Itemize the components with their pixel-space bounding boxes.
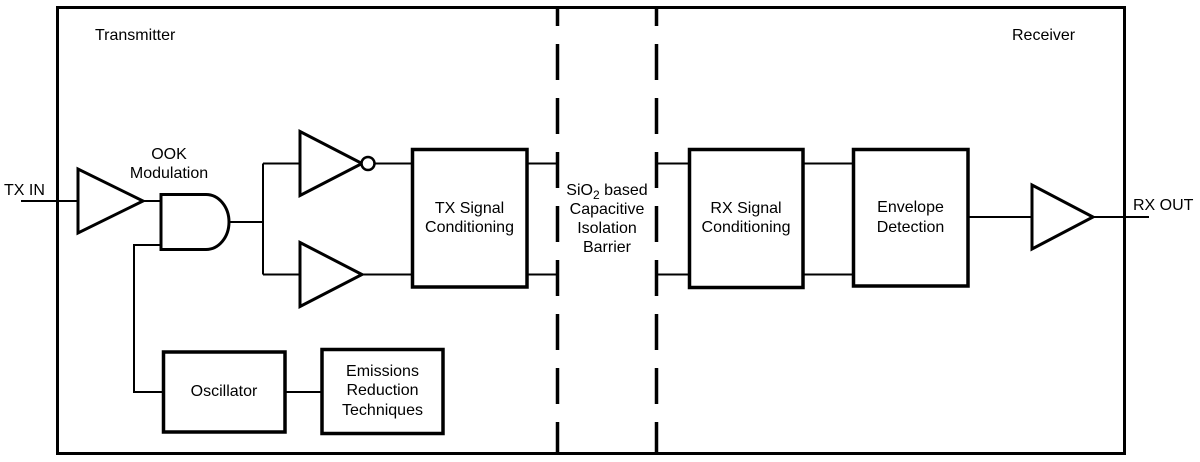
oscillator-label: Oscillator [190, 383, 258, 401]
isolation-barrier [555, 8, 659, 455]
oscillator-feedback-wire [133, 244, 164, 393]
ook-modulation-label: OOK Modulation [107, 145, 231, 183]
and-gate-icon [159, 193, 231, 251]
barrier-line2: Capacitive [569, 201, 645, 218]
barrier-line3: Isolation [577, 220, 637, 237]
oscillator-box [161, 350, 287, 434]
logic-symbols [76, 129, 1097, 309]
tx-input-buffer-icon [76, 166, 147, 236]
tx-signal-conditioning-label: TX Signal Conditioning [425, 199, 514, 237]
barrier-line4: Barrier [582, 239, 631, 256]
ook-modulation-line2: Modulation [129, 165, 209, 182]
tx-signal-conditioning-box [410, 147, 529, 289]
rx-output-buffer-icon [1030, 182, 1097, 252]
ook-modulation-line1: OOK [151, 146, 187, 163]
signal-wires [21, 162, 1149, 393]
envelope-detection-box [851, 147, 970, 288]
inverter-bubble-icon [360, 155, 376, 172]
tx-in-port-label: TX IN [4, 182, 45, 199]
inverter-icon [298, 129, 366, 198]
rx-signal-conditioning-label: RX Signal Conditioning [701, 199, 791, 237]
barrier-formula-line: SiO2 based [566, 182, 648, 203]
emissions-reduction-label: Emissions Reduction Techniques [342, 362, 423, 419]
rx-signal-conditioning-box [687, 147, 805, 290]
receiver-region-label: Receiver [1012, 27, 1076, 44]
chip-boundary [56, 6, 1126, 455]
transmitter-region-label: Transmitter [95, 27, 176, 44]
formula-subscript: 2 [592, 188, 600, 203]
emissions-reduction-box [320, 347, 445, 436]
envelope-detection-label: Envelope Detection [876, 199, 945, 236]
isolation-barrier-label: SiO2 based Capacitive Isolation Barrier [548, 181, 666, 257]
tx-branch-buffer-icon [298, 240, 366, 309]
rx-out-port-label: RX OUT [1133, 197, 1194, 214]
block-boxes [161, 147, 970, 436]
